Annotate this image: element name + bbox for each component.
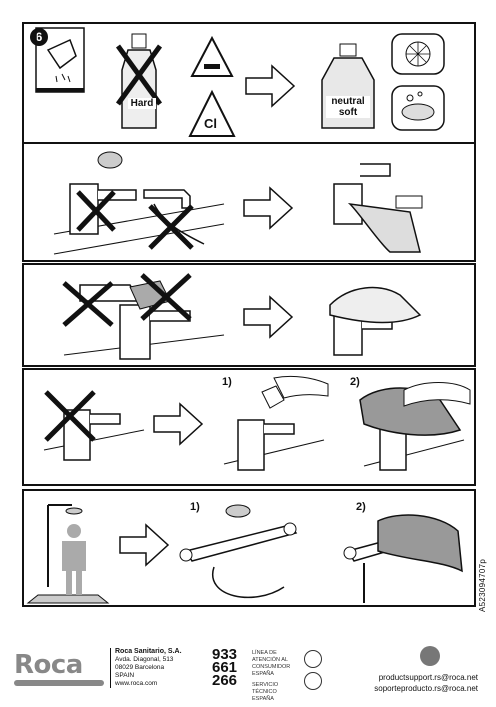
email-support-en[interactable]: productsupport.rs@roca.net: [378, 673, 478, 682]
spray-on-cloth-icon: [333, 163, 423, 253]
logo-underline: [14, 680, 104, 686]
phone-part-3: 266: [212, 672, 238, 689]
hard-cleaner-bottle-icon: [115, 33, 163, 129]
address-line-2: 08029 Barcelona: [115, 664, 165, 671]
rinse-step-label: 1): [222, 376, 232, 388]
dry-shower-step-label: 2): [356, 501, 366, 513]
email-support-es[interactable]: soporteproducto.rs@roca.net: [374, 684, 478, 693]
address-line-1: Avda. Diagonal, 513: [115, 656, 174, 663]
corrosive-warning-icon: [190, 35, 234, 77]
shower-person-icon: [26, 504, 110, 604]
arrow-right-icon: [153, 402, 204, 446]
support-phone[interactable]: 933 661 266: [212, 646, 238, 689]
soap-icon: [391, 85, 445, 131]
chlorine-label: Cl: [204, 116, 217, 131]
country: SPAIN: [115, 672, 135, 679]
panel-no-spray-on-tap: [22, 142, 476, 262]
document-number: A523094707p: [478, 558, 487, 612]
neutral-label: neutral: [331, 96, 365, 107]
panel-rinse-and-dry: 1) 2): [22, 368, 476, 486]
neutral-soft-label: neutral soft: [326, 96, 370, 118]
phone-part-1: 933: [212, 646, 238, 663]
panel4-illustration: [43, 375, 471, 471]
phone-icon: [304, 650, 322, 668]
dirty-tap-crossed-icon: [43, 390, 145, 461]
panel2-illustration: [53, 151, 423, 255]
support-emails: productsupport.rs@roca.net soporteproduc…: [374, 672, 478, 694]
panel-no-abrasive: [22, 263, 476, 367]
chlorine-warning-icon: [188, 89, 236, 137]
company-name: Roca Sanitario, S.A.: [115, 648, 182, 655]
powder-packet-icon: [35, 27, 85, 93]
arrow-right-icon: [245, 64, 296, 108]
globe-icon: [420, 646, 440, 666]
thermostatic-mixer-rinse-icon: [179, 504, 298, 599]
panel-shower-cleaning: 1) 2): [22, 489, 476, 607]
thermostatic-mixer-dry-icon: [343, 514, 463, 603]
soft-cloth-on-tap-icon: [329, 286, 422, 356]
roca-logo: Roca: [14, 650, 83, 680]
service-lines: LÍNEA DE ATENCIÓN AL CONSUMIDOR ESPAÑA S…: [252, 650, 300, 707]
tap-with-spray-icon: [53, 151, 225, 255]
panel3-illustration: [62, 273, 422, 360]
hard-label: Hard: [128, 98, 156, 109]
van-icon: [304, 672, 322, 690]
panel5-illustration: [26, 504, 463, 604]
website-link[interactable]: www.roca.com: [115, 680, 158, 687]
soft-label: soft: [338, 107, 358, 118]
step-number-badge: 6: [30, 28, 48, 46]
technical-service-label: SERVICIO TÉCNICO ESPAÑA: [252, 682, 279, 702]
arrow-right-icon: [119, 523, 170, 567]
dry-with-cloth-icon: [359, 382, 471, 471]
panel-cleaning-products: 6: [22, 22, 476, 144]
phone-part-2: 661: [212, 659, 238, 676]
footer: Roca Roca Sanitario, S.A. Avda. Diagonal…: [0, 630, 496, 702]
rinse-shower-step-label: 1): [190, 501, 200, 513]
dry-step-label: 2): [350, 376, 360, 388]
arrow-right-icon: [243, 295, 294, 339]
lemon-icon: [391, 33, 445, 75]
panel1-illustration: [35, 27, 445, 137]
abrasive-pad-on-tap-icon: [62, 273, 225, 360]
arrow-right-icon: [243, 186, 294, 230]
rinse-with-water-icon: [223, 375, 329, 471]
consumer-line-label: LÍNEA DE ATENCIÓN AL CONSUMIDOR ESPAÑA: [252, 650, 291, 677]
company-address: Roca Sanitario, S.A. Avda. Diagonal, 513…: [110, 648, 182, 688]
